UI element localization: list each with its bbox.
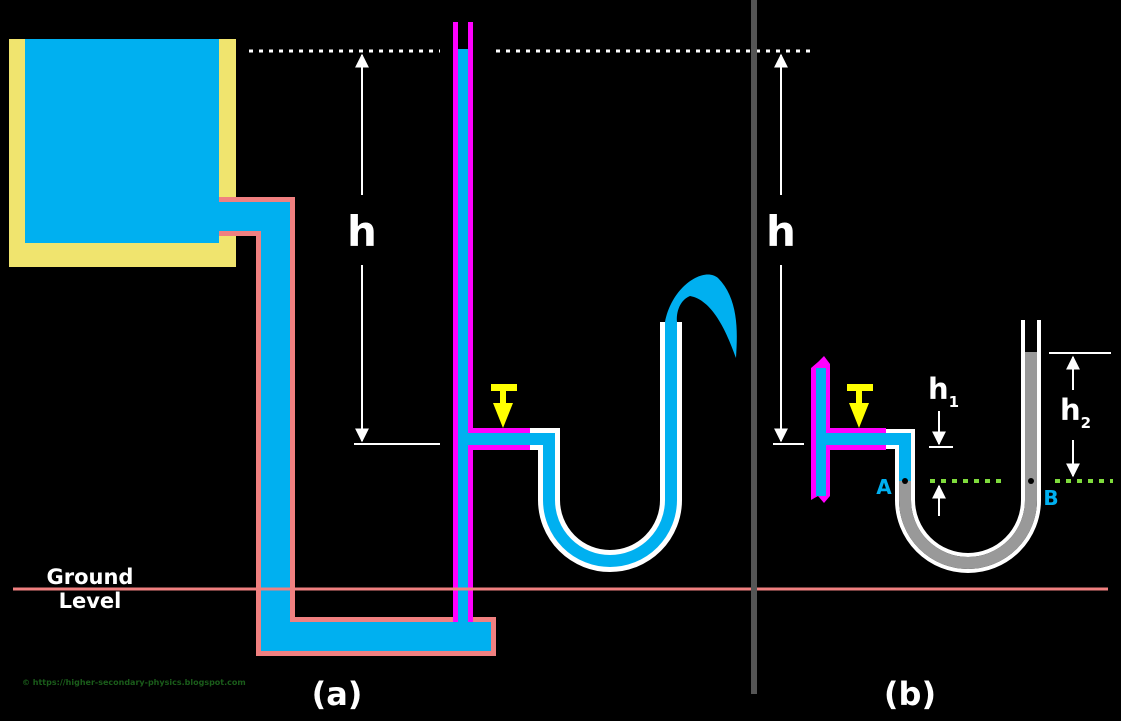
height-label-b: h	[766, 207, 796, 256]
panel-label-a: (a)	[312, 675, 363, 713]
outlet-pipe	[530, 322, 682, 572]
main-supply-pipe	[219, 197, 496, 656]
panel-label-b: (b)	[884, 675, 936, 713]
point-a-marker	[902, 478, 908, 484]
h1-label: h1	[928, 372, 959, 411]
panel-a: h	[9, 22, 810, 656]
point-a-label: A	[876, 475, 892, 499]
h2-label: h2	[1060, 393, 1091, 432]
water-tank	[9, 39, 236, 267]
water-jet	[665, 274, 737, 358]
height-dimension-b: h	[766, 53, 804, 445]
h1-dimension: h1	[928, 372, 959, 516]
riser-pipe	[453, 22, 530, 622]
tap-valve-icon[interactable]	[491, 384, 517, 428]
panel-b: h A B	[766, 53, 1113, 573]
pipe-section	[811, 356, 886, 503]
h2-dimension: h2	[1049, 352, 1111, 478]
point-b-marker	[1028, 478, 1034, 484]
height-label-a: h	[347, 207, 377, 256]
point-b-label: B	[1043, 486, 1058, 510]
tap-valve-icon[interactable]	[847, 384, 873, 428]
height-dimension-a: h	[347, 53, 440, 445]
ground-label-line2: Level	[59, 589, 122, 613]
tank-water	[25, 39, 219, 243]
ground-label-line1: Ground	[47, 565, 134, 589]
watermark: © https://higher-secondary-physics.blogs…	[22, 678, 246, 687]
manometer-u-tube	[886, 320, 1041, 573]
